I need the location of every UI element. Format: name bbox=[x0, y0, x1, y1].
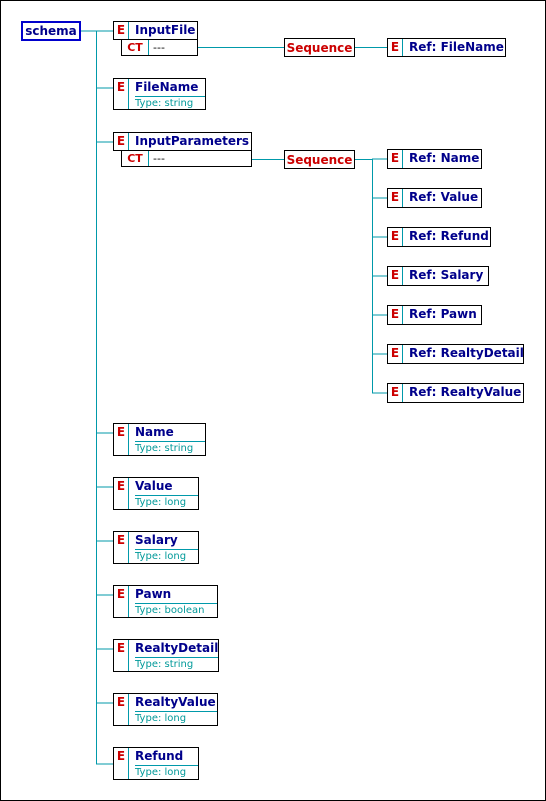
element-salary[interactable]: E Salary Type: long bbox=[113, 531, 199, 564]
element-marker: E bbox=[388, 189, 403, 207]
element-marker: E bbox=[114, 133, 129, 150]
element-name: FileName bbox=[135, 80, 199, 94]
element-name: Refund bbox=[135, 749, 184, 763]
element-realtyvalue[interactable]: E RealtyValue Type: long bbox=[113, 693, 218, 726]
element-name: RealtyDetail bbox=[135, 641, 219, 655]
element-marker: E bbox=[114, 424, 129, 455]
element-type: Type: long bbox=[135, 711, 217, 725]
element-marker: E bbox=[114, 694, 129, 725]
ref-label: Ref: Salary bbox=[409, 268, 484, 282]
element-type: Type: long bbox=[135, 765, 198, 779]
ref-label: Ref: Name bbox=[409, 151, 480, 165]
element-marker: E bbox=[114, 640, 129, 671]
element-marker: E bbox=[388, 345, 403, 363]
element-marker: E bbox=[388, 39, 403, 56]
element-type: Type: string bbox=[135, 657, 219, 671]
element-realtydetail[interactable]: E RealtyDetail Type: string bbox=[113, 639, 219, 672]
element-type: Type: long bbox=[135, 549, 198, 563]
element-name: InputParameters bbox=[135, 134, 250, 148]
element-value[interactable]: E Value Type: long bbox=[113, 477, 199, 510]
element-filename[interactable]: E FileName Type: string bbox=[113, 78, 206, 110]
element-type: Type: string bbox=[135, 441, 205, 455]
complex-type-content: --- bbox=[153, 152, 165, 165]
element-marker: E bbox=[114, 79, 129, 109]
ref-label: Ref: Value bbox=[409, 190, 479, 204]
ref-refund[interactable]: E Ref: Refund bbox=[387, 227, 491, 247]
ref-label: Ref: RealtyDetail bbox=[409, 346, 524, 360]
element-refund[interactable]: E Refund Type: long bbox=[113, 747, 199, 780]
ref-realtyvalue[interactable]: E Ref: RealtyValue bbox=[387, 383, 524, 403]
ref-label: Ref: Pawn bbox=[409, 307, 477, 321]
ref-pawn[interactable]: E Ref: Pawn bbox=[387, 305, 482, 325]
schema-root[interactable]: schema bbox=[21, 21, 81, 41]
element-name: RealtyValue bbox=[135, 695, 216, 709]
element-marker: E bbox=[114, 748, 129, 779]
element-marker: E bbox=[114, 532, 129, 563]
ref-realtydetail[interactable]: E Ref: RealtyDetail bbox=[387, 344, 524, 364]
element-marker: E bbox=[388, 384, 403, 402]
element-marker: E bbox=[114, 478, 129, 509]
ref-label: Ref: FileName bbox=[409, 40, 504, 54]
element-marker: E bbox=[388, 267, 403, 285]
ref-salary[interactable]: E Ref: Salary bbox=[387, 266, 489, 286]
element-marker: E bbox=[388, 306, 403, 324]
ref-filename[interactable]: E Ref: FileName bbox=[387, 38, 506, 57]
element-type: Type: string bbox=[135, 96, 205, 110]
element-marker: E bbox=[114, 586, 129, 617]
element-marker: E bbox=[114, 22, 129, 39]
element-name: Salary bbox=[135, 533, 178, 547]
ref-label: Ref: Refund bbox=[409, 229, 489, 243]
element-name-node[interactable]: E Name Type: string bbox=[113, 423, 206, 456]
element-marker: E bbox=[388, 228, 403, 246]
element-inputparameters[interactable]: E InputParameters bbox=[113, 132, 252, 151]
element-marker: E bbox=[388, 150, 403, 168]
sequence-inputfile[interactable]: Sequence bbox=[284, 38, 355, 57]
ref-label: Ref: RealtyValue bbox=[409, 385, 522, 399]
element-type: Type: boolean bbox=[135, 603, 217, 617]
ref-name[interactable]: E Ref: Name bbox=[387, 149, 482, 169]
element-name: InputFile bbox=[135, 23, 196, 37]
element-pawn[interactable]: E Pawn Type: boolean bbox=[113, 585, 218, 618]
element-name: Value bbox=[135, 479, 173, 493]
complex-type-inputfile[interactable]: CT --- bbox=[121, 39, 198, 56]
ref-value[interactable]: E Ref: Value bbox=[387, 188, 482, 208]
complex-type-marker: CT bbox=[122, 151, 149, 166]
element-inputfile[interactable]: E InputFile bbox=[113, 21, 198, 40]
element-name: Name bbox=[135, 425, 174, 439]
complex-type-content: --- bbox=[153, 41, 165, 54]
complex-type-inputparameters[interactable]: CT --- bbox=[121, 150, 252, 167]
element-type: Type: long bbox=[135, 495, 198, 509]
element-name: Pawn bbox=[135, 587, 172, 601]
complex-type-marker: CT bbox=[122, 40, 149, 55]
sequence-inputparameters[interactable]: Sequence bbox=[284, 150, 355, 169]
